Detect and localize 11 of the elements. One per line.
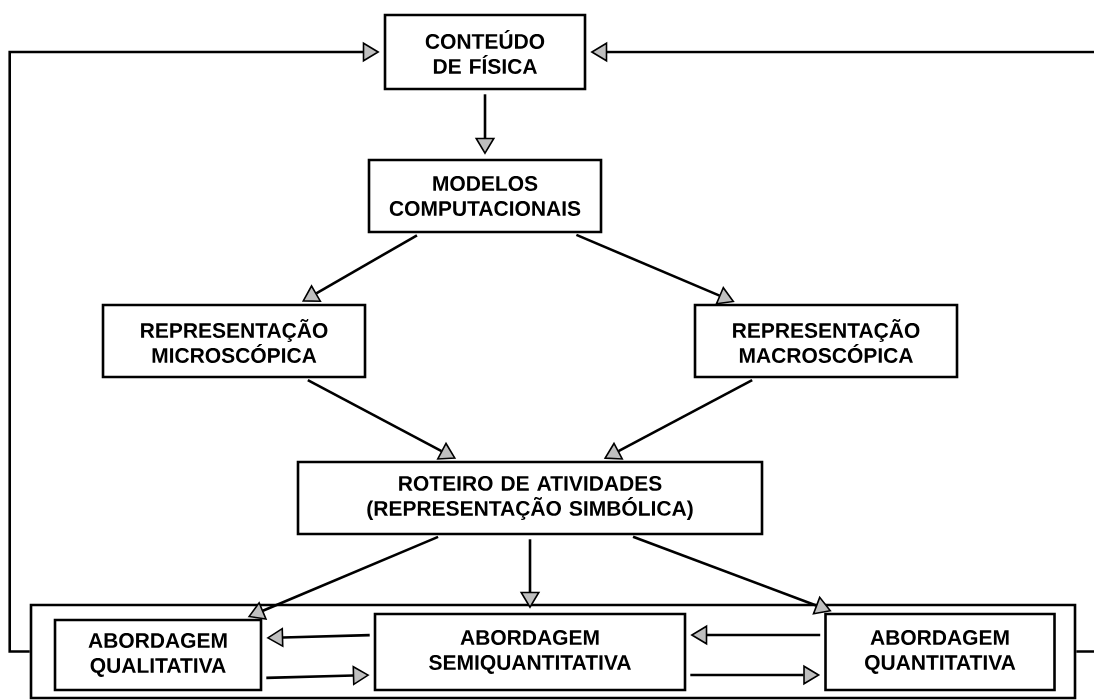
process-box: ABORDAGEM QUANTITATIVA [824, 612, 1056, 692]
process-box: REPRESENTAÇÃO MACROSCÓPICA [693, 303, 959, 379]
process-box: MODELOS COMPUTACIONAIS [367, 158, 603, 234]
process-box: ABORDAGEM SEMIQUANTITATIVA [373, 612, 687, 692]
arrow [575, 233, 735, 305]
process-box: ABORDAGEM QUALITATIVA [53, 618, 263, 692]
group-box [29, 603, 1077, 700]
arrow [632, 535, 832, 615]
process-box: ROTEIRO DE ATIVIDADES (REPRESENTAÇÃO SIMBÓLICA) [296, 460, 764, 536]
process-box: REPRESENTAÇÃO MICROSCÓPICA [101, 303, 367, 379]
process-box: CONTEÚDO DE FÍSICA [383, 13, 587, 91]
